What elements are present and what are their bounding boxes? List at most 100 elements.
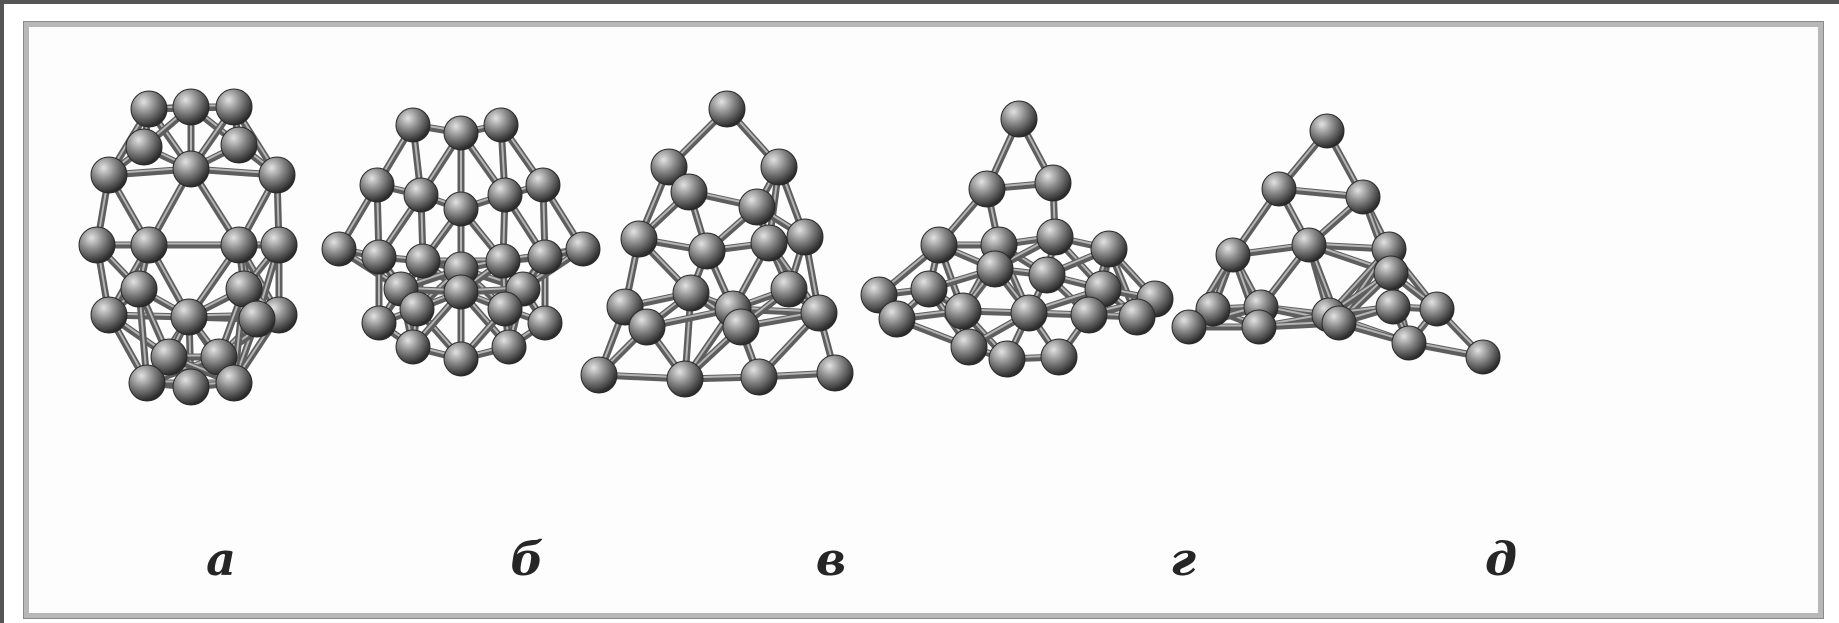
cluster-g-atom (1070, 296, 1108, 334)
cluster-v-atom (672, 274, 710, 312)
cluster-g-atom (968, 170, 1006, 208)
cluster-g-atom (950, 328, 988, 366)
cluster-d-atom (1465, 339, 1501, 375)
cluster-a-illustration (78, 88, 298, 406)
cluster-g-atom (976, 250, 1014, 288)
panel-label-d: д (1485, 532, 1517, 586)
cluster-b-atom (395, 329, 431, 365)
cluster-g-atom (1034, 164, 1072, 202)
cluster-b-atom (487, 177, 523, 213)
cluster-a-atom (150, 338, 188, 376)
cluster-v-atom (722, 308, 760, 346)
cluster-d-atom (1419, 291, 1455, 327)
panel-label-g: г (1170, 532, 1196, 586)
cluster-a-atom (78, 226, 116, 264)
cluster-a-atom (172, 150, 210, 188)
clusters-illustration (78, 88, 1501, 406)
panel-label-b: б (510, 532, 544, 586)
cluster-b-atom (403, 177, 439, 213)
cluster-g-atom (1040, 338, 1078, 376)
cluster-d-atom (1345, 179, 1381, 215)
cluster-d-atom (1309, 113, 1345, 149)
cluster-a-atom (220, 226, 258, 264)
cluster-v-atom (816, 354, 854, 392)
cluster-v-atom (740, 358, 778, 396)
cluster-b-atom (443, 274, 479, 310)
cluster-g-atom (1090, 230, 1128, 268)
cluster-g-atom (920, 226, 958, 264)
cluster-v-atom (770, 270, 808, 308)
cluster-d-atom (1261, 171, 1297, 207)
cluster-b-atom (525, 167, 561, 203)
cluster-g-atom (988, 340, 1026, 378)
cluster-b-illustration (321, 107, 601, 377)
cluster-a-atom (238, 300, 276, 338)
cluster-v-atom (688, 232, 726, 270)
cluster-d-atom (1373, 255, 1409, 291)
cluster-b-atom (483, 107, 519, 143)
cluster-b-atom (359, 167, 395, 203)
cluster-a-atom (90, 156, 128, 194)
cluster-b-atom (361, 239, 397, 275)
cluster-d-atom (1375, 289, 1411, 325)
cluster-a-atom (215, 88, 253, 126)
cluster-d-atom (1391, 325, 1427, 361)
cluster-b-atom (321, 231, 357, 267)
cluster-d-atom (1171, 309, 1207, 345)
cluster-a-atom (260, 226, 298, 264)
cluster-v-atom (670, 173, 708, 211)
cluster-v-atom (750, 224, 788, 262)
panel-label-a: а (206, 532, 236, 586)
cluster-b-atom (527, 305, 563, 341)
cluster-d-atom (1215, 237, 1251, 273)
cluster-v-atom (760, 148, 798, 186)
cluster-a-atom (172, 368, 210, 406)
cluster-g-atom (1010, 294, 1048, 332)
cluster-b-atom (485, 243, 521, 279)
cluster-v-atom (708, 90, 746, 128)
cluster-b-atom (399, 291, 435, 327)
cluster-d-atom (1321, 305, 1357, 341)
cluster-v-atom (620, 220, 658, 258)
cluster-a-atom (90, 296, 128, 334)
cluster-a-atom (130, 226, 168, 264)
cluster-b-atom (565, 231, 601, 267)
cluster-a-atom (120, 270, 158, 308)
cluster-b-atom (491, 329, 527, 365)
cluster-a-atom (170, 298, 208, 336)
cluster-a-atom (125, 128, 163, 166)
cluster-a-atom (130, 90, 168, 128)
cluster-b-atom (487, 291, 523, 327)
cluster-g-atom (944, 292, 982, 330)
cluster-a-atom (172, 88, 210, 126)
cluster-g-atom (1000, 100, 1038, 138)
cluster-g-atom (1036, 218, 1074, 256)
cluster-b-atom (405, 243, 441, 279)
cluster-a-atom (220, 126, 258, 164)
cluster-g-atom (910, 270, 948, 308)
cluster-g-atom (1118, 298, 1156, 336)
cluster-b-atom (443, 191, 479, 227)
cluster-b-atom (361, 305, 397, 341)
cluster-d-atom (1195, 291, 1231, 327)
cluster-g-atom (878, 300, 916, 338)
cluster-b-atom (527, 239, 563, 275)
cluster-v-atom (580, 356, 618, 394)
cluster-v-atom (786, 218, 824, 256)
panel-label-v: в (815, 532, 847, 586)
cluster-a-atom (215, 364, 253, 402)
cluster-b-atom (395, 107, 431, 143)
cluster-b-atom (443, 341, 479, 377)
cluster-d-atom (1241, 309, 1277, 345)
cluster-d-atom (1291, 227, 1327, 263)
figure-frame: а б в г д (23, 21, 1824, 619)
cluster-g-illustration (860, 100, 1174, 378)
cluster-v-atom (628, 308, 666, 346)
cluster-v-atom (800, 294, 838, 332)
cluster-b-atom (443, 115, 479, 151)
cluster-v-illustration (580, 90, 854, 398)
cluster-v-atom (650, 148, 688, 186)
cluster-g-atom (1028, 256, 1066, 294)
cluster-a-atom (258, 156, 296, 194)
